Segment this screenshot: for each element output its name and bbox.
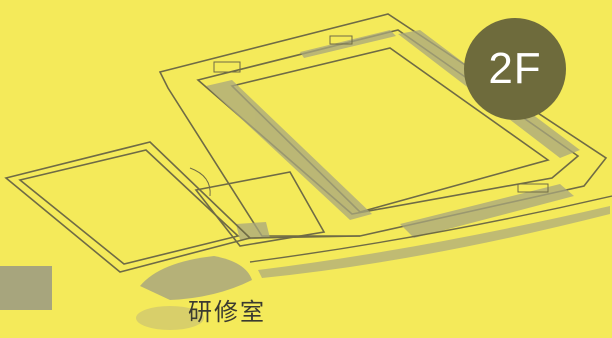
plan-details [189, 35, 549, 197]
detail-box-3 [517, 183, 549, 193]
detail-box-2 [329, 35, 353, 45]
lower-right-seating [400, 184, 574, 238]
room-label: 研修室 [188, 298, 266, 326]
wing-link-line [249, 235, 361, 239]
terrace-curve [258, 206, 610, 278]
entrance-curve [189, 167, 211, 197]
connector-hall [194, 171, 326, 247]
stair-block [236, 222, 270, 240]
floor-badge: 2F [464, 18, 566, 120]
legend-swatch [0, 266, 52, 310]
front-terrace [249, 195, 612, 278]
garden-area [140, 256, 252, 300]
terrace-outline [249, 195, 612, 263]
garden-round [136, 306, 204, 330]
training-room-outline [4, 141, 252, 273]
training-room-inner [18, 149, 240, 265]
floor-badge-label: 2F [488, 44, 542, 93]
detail-box-1 [213, 61, 241, 73]
training-wing [4, 141, 361, 273]
left-corridor [206, 80, 372, 220]
